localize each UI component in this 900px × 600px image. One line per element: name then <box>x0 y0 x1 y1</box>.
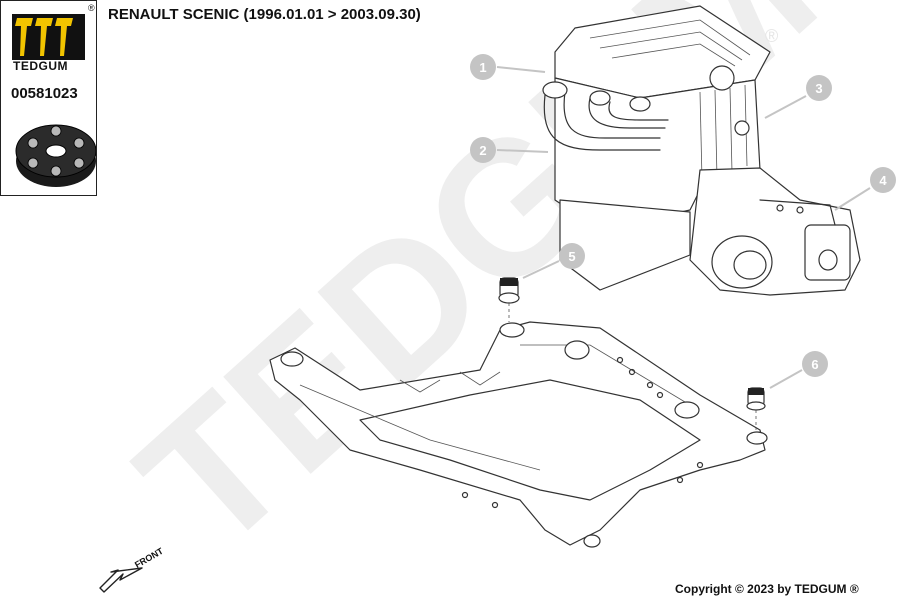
callout-3-label: 3 <box>815 81 822 96</box>
callout-5-label: 5 <box>568 249 575 264</box>
callout-6-label: 6 <box>811 357 818 372</box>
part-image-flex-coupling <box>15 124 96 187</box>
subframe-center-hole <box>564 340 590 360</box>
engine-mount-6 <box>746 387 766 430</box>
callout-3: 3 <box>764 75 832 119</box>
block-plug <box>709 65 735 91</box>
intake-pipe-2 <box>588 97 666 129</box>
callout-1-label: 1 <box>479 60 486 75</box>
callout-2: 2 <box>470 137 549 163</box>
page-title: RENAULT SCENIC (1996.01.01 > 2003.09.30) <box>108 6 421 23</box>
watermark-reg: ® <box>765 26 778 46</box>
rear-right-mount-hole <box>746 431 768 445</box>
intake-pipe-1 <box>543 94 661 151</box>
brand-name: TEDGUM <box>13 59 68 73</box>
engine-mount-5 <box>498 277 520 322</box>
sensor-port <box>734 120 750 136</box>
callout-4-label: 4 <box>879 173 887 188</box>
brand-panel: ® TEDGUM 00581023 <box>0 0 97 196</box>
callout-1: 1 <box>470 54 546 80</box>
brand-reg-mark: ® <box>88 3 95 13</box>
part-number: 00581023 <box>11 85 78 102</box>
tedgum-logo <box>12 14 85 60</box>
rear-left-mount-hole <box>280 351 304 367</box>
subframe-inner-cutout <box>359 379 701 501</box>
front-mount-hole <box>499 322 525 338</box>
callout-5: 5 <box>522 243 585 279</box>
copyright-text: Copyright © 2023 by TEDGUM ® <box>675 582 859 596</box>
callout-6: 6 <box>769 351 828 389</box>
callout-2-label: 2 <box>479 143 486 158</box>
callout-4: 4 <box>834 167 896 211</box>
oil-pan <box>559 199 691 291</box>
front-bushing-hole <box>583 534 601 548</box>
